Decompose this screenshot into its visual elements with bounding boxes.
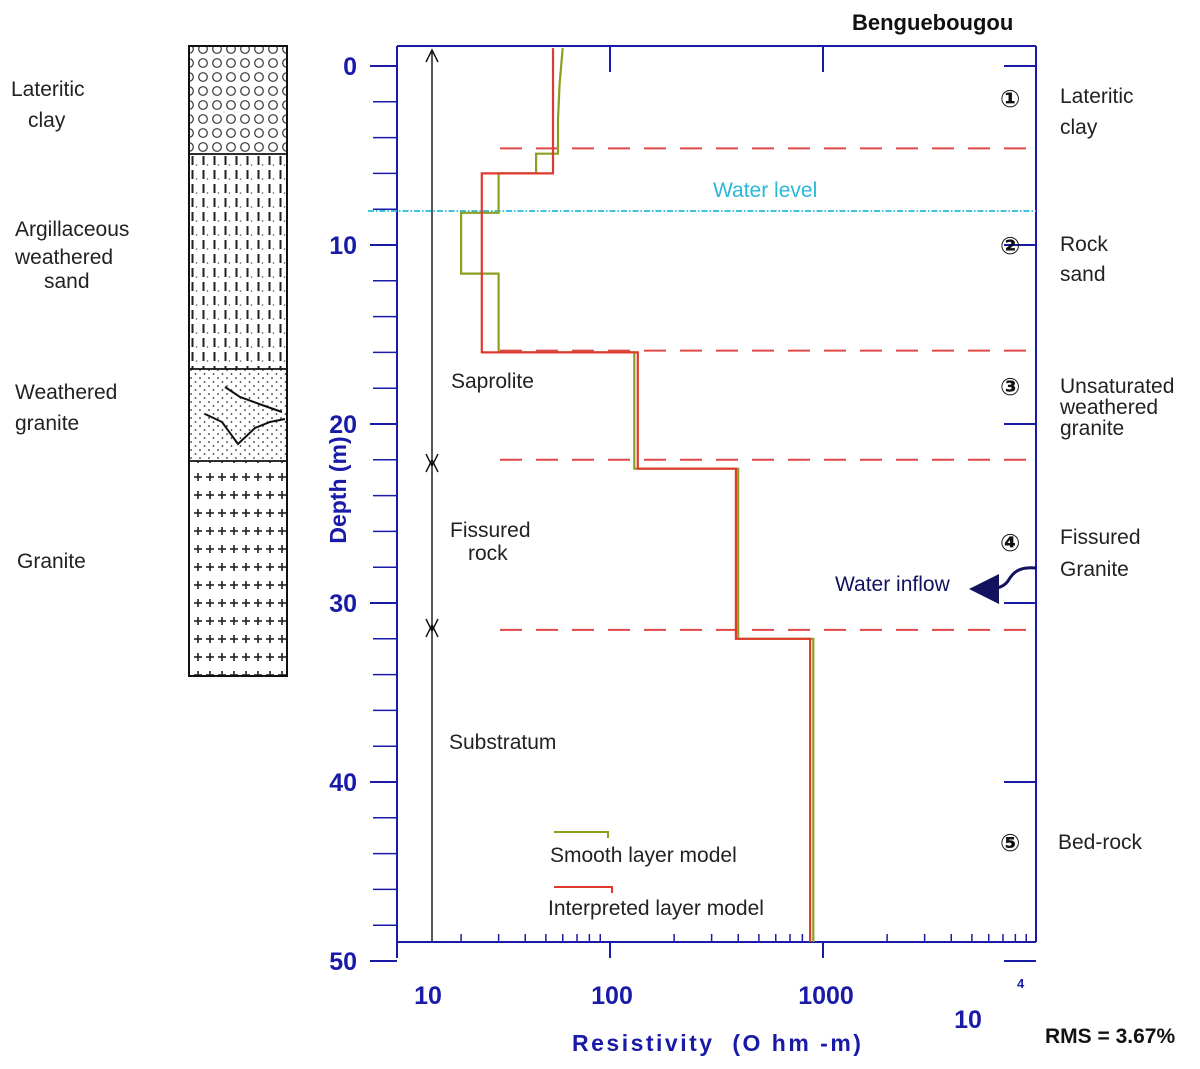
smooth-layer-model-line bbox=[460, 48, 815, 942]
legend-label-smooth: Smooth layer model bbox=[550, 844, 737, 867]
fracture-line bbox=[204, 413, 286, 446]
layer-number-3: ③ bbox=[1000, 374, 1020, 401]
column-clay bbox=[188, 45, 288, 155]
zone-label-substratum: Substratum bbox=[449, 731, 556, 754]
x-tick-label: 1000 bbox=[798, 982, 854, 1010]
x-axis-tick-superscript: 4 bbox=[1017, 976, 1025, 991]
column-weathered-granite bbox=[188, 368, 288, 462]
x-tick-label: 10 bbox=[954, 1006, 982, 1034]
layer-number-5: ⑤ bbox=[1000, 830, 1020, 857]
legend: Smooth layer model Interpreted layer mod… bbox=[548, 831, 764, 920]
x-axis-tick-labels: 10 100 1000 10 bbox=[414, 982, 982, 1034]
x-tick-label: 10 bbox=[414, 982, 442, 1010]
y-tick-label: 30 bbox=[329, 590, 357, 618]
y-tick-label: 20 bbox=[329, 411, 357, 439]
water-inflow-label: Water inflow bbox=[835, 573, 951, 596]
y-tick-label: 40 bbox=[329, 769, 357, 797]
column-granite bbox=[188, 460, 288, 677]
y-tick-label: 10 bbox=[329, 232, 357, 260]
axis-ticks bbox=[370, 46, 1036, 962]
layer-label-5: Bed-rock bbox=[1058, 831, 1143, 854]
rms-value: RMS = 3.67% bbox=[1045, 1025, 1175, 1048]
x-tick-label: 100 bbox=[591, 982, 633, 1010]
zone-label-saprolite: Saprolite bbox=[451, 370, 534, 393]
plot-frame bbox=[396, 45, 1037, 943]
y-axis-tick-labels: 0 10 20 30 40 50 bbox=[329, 53, 357, 976]
x-axis-title: Resistivity (O hm -m) bbox=[572, 1030, 863, 1056]
legend-swatch-interpreted bbox=[554, 886, 613, 893]
layer-boundaries bbox=[500, 147, 1036, 631]
column-sand bbox=[188, 153, 288, 370]
zone-arrows bbox=[425, 48, 439, 941]
legend-swatch-smooth bbox=[554, 831, 609, 838]
layer-number-4: ④ bbox=[1000, 530, 1020, 557]
chart-title: Benguebougou bbox=[852, 10, 1013, 35]
y-axis-title: Depth (m) bbox=[325, 436, 351, 543]
layer-number-1: ① bbox=[1000, 86, 1020, 113]
lithology-column bbox=[188, 45, 288, 677]
y-tick-label: 0 bbox=[343, 53, 357, 81]
interpreted-layer-model-line bbox=[480, 48, 812, 942]
legend-label-interpreted: Interpreted layer model bbox=[548, 897, 764, 920]
column-label-granite: Granite bbox=[17, 550, 86, 573]
fracture-line bbox=[224, 386, 283, 413]
water-level-label: Water level bbox=[713, 179, 817, 202]
water-inflow-arrow bbox=[969, 566, 1037, 604]
y-tick-label: 50 bbox=[329, 948, 357, 976]
layer-number-2: ② bbox=[1000, 233, 1020, 260]
column-outline bbox=[188, 45, 288, 677]
